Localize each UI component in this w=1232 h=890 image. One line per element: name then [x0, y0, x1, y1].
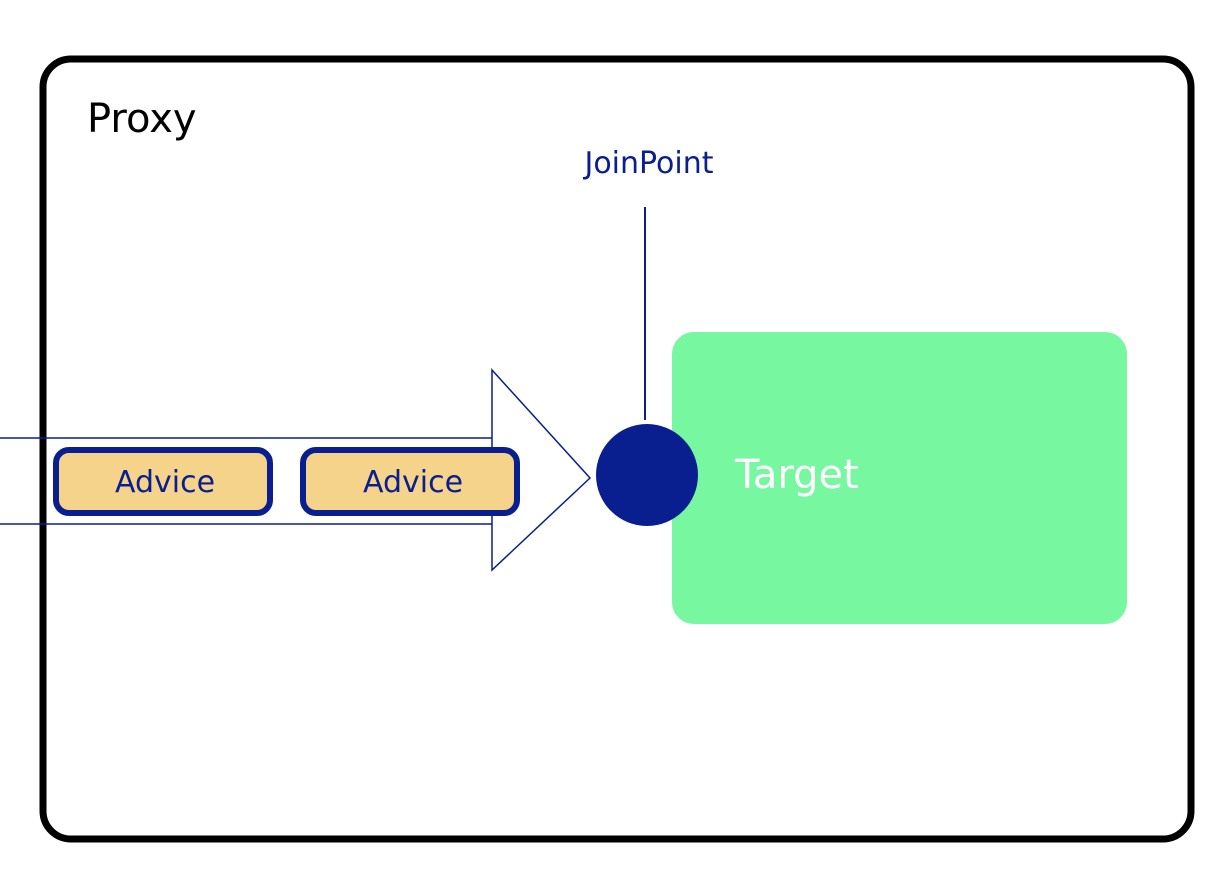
target-box: [672, 332, 1127, 624]
proxy-label: Proxy: [87, 96, 197, 142]
advice-flow-arrow: [0, 368, 592, 572]
advice-label-1: Advice: [115, 465, 215, 500]
joinpoint-circle: [596, 424, 698, 526]
joinpoint-label: JoinPoint: [582, 146, 713, 181]
advice-box-1: [53, 447, 273, 516]
target-label: Target: [734, 452, 859, 498]
advice-label-2: Advice: [363, 465, 463, 500]
advice-box-2: [300, 447, 520, 516]
